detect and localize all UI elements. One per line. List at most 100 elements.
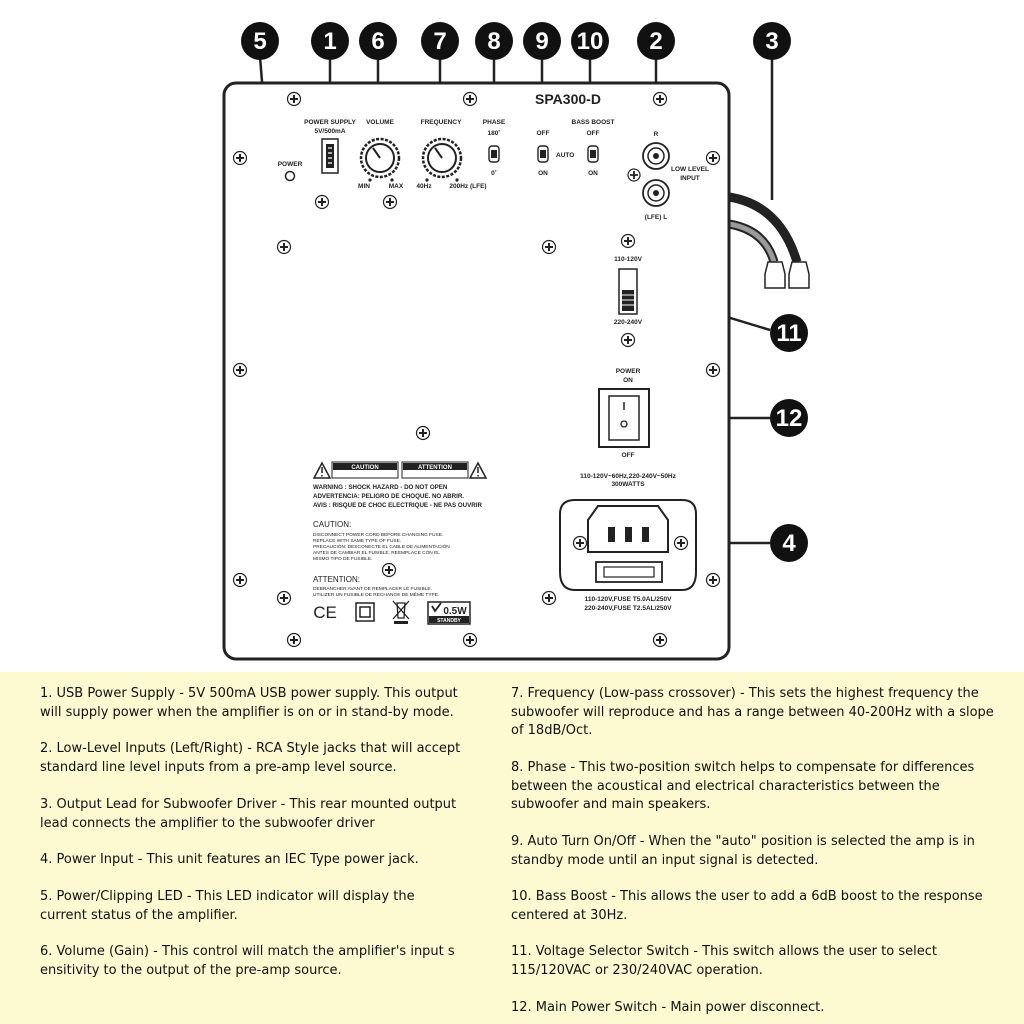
rca-right-jack[interactable] — [642, 142, 670, 170]
callout-8: 8 — [475, 22, 513, 60]
svg-text:9: 9 — [535, 28, 548, 55]
caution-text1: DISCONNECT POWER CORD BEFORE CHANGING FU… — [313, 532, 443, 538]
caution-text4: ANTES DE CAMBIAR EL FUSIBLE. REEMPLACE C… — [313, 550, 440, 556]
callout-7: 7 — [421, 22, 459, 60]
legend-item-4: 4. Power Input - This unit features an I… — [40, 852, 419, 867]
caution-title: CAUTION: — [313, 520, 351, 529]
phase-label: PHASE — [483, 119, 506, 126]
legend-item-5: 5. Power/Clipping LED - This LED indicat… — [40, 889, 415, 923]
power-rating-line1: 110-120V~60Hz,220-240V~50Hz — [580, 473, 677, 480]
fuse-rating-line1: 110-120V,FUSE T5.0AL/250V — [585, 596, 673, 603]
double-insulation-icon — [355, 602, 375, 622]
feature-legend: 1. USB Power Supply - 5V 500mA USB power… — [0, 672, 1024, 1024]
fuse-rating-line2: 220-240V,FUSE T2.5AL/250V — [584, 605, 672, 612]
svg-text:1: 1 — [323, 28, 336, 55]
bass-boost-off-label: OFF — [587, 130, 600, 137]
power-rating-line2: 300WATTS — [611, 481, 645, 488]
ce-mark: CE — [313, 603, 337, 622]
standby-value: 0.5W — [443, 606, 467, 617]
svg-text:5: 5 — [253, 28, 266, 55]
auto-switch[interactable] — [537, 145, 549, 163]
bass-boost-switch[interactable] — [587, 145, 599, 163]
svg-text:2: 2 — [649, 28, 662, 55]
rca-left-label: (LFE) L — [645, 214, 667, 221]
volume-max-label: MAX — [389, 183, 404, 190]
callout-3: 3 — [753, 22, 791, 60]
low-level-input-label-line1: LOW LEVEL — [671, 166, 709, 173]
power-on-label-line2: ON — [623, 377, 633, 384]
callout-6: 6 — [359, 22, 397, 60]
power-led-label: POWER — [278, 161, 303, 168]
power-off-label: OFF — [622, 452, 635, 459]
amplifier-panel-diagram: SPA300-D POWER POWER SUPPLY 5V/500mA VOL… — [222, 22, 810, 661]
svg-text:11: 11 — [776, 320, 801, 347]
voltage-110-label: 110-120V — [614, 256, 642, 263]
rca-right-label: R — [654, 131, 659, 138]
frequency-max-label: 200Hz (LFE) — [449, 183, 486, 190]
phase-0-label: 0˚ — [491, 169, 497, 177]
callout-11: 11 — [770, 314, 808, 352]
legend-item-10: 10. Bass Boost - This allows the user to… — [511, 889, 983, 923]
volume-knob[interactable] — [359, 137, 401, 179]
callout-9: 9 — [523, 22, 561, 60]
svg-text:3: 3 — [765, 28, 778, 55]
svg-text:8: 8 — [487, 28, 500, 55]
svg-text:4: 4 — [782, 530, 796, 557]
voltage-220-label: 220-240V — [614, 319, 643, 326]
usb-label-line2: 5V/500mA — [314, 128, 345, 135]
bass-boost-label: BASS BOOST — [572, 119, 615, 126]
caution-badge: CAUTION — [351, 465, 378, 471]
auto-off-label: OFF — [537, 130, 550, 137]
attention-text2: UTILIZER UN FUSIBLE DE RECHANGE DE MÊME … — [313, 590, 439, 598]
rca-left-jack[interactable] — [642, 179, 670, 207]
phase-switch[interactable] — [488, 145, 500, 163]
legend-item-1: 1. USB Power Supply - 5V 500mA USB power… — [40, 686, 458, 720]
callout-12: 12 — [770, 399, 808, 437]
svg-text:7: 7 — [433, 28, 446, 55]
main-power-switch[interactable] — [598, 388, 650, 448]
voltage-selector-switch[interactable] — [618, 268, 638, 315]
svg-text:10: 10 — [577, 28, 604, 55]
volume-min-label: MIN — [358, 183, 370, 190]
legend-item-3: 3. Output Lead for Subwoofer Driver - Th… — [40, 797, 457, 831]
caution-text3: PRECAUCIÓN: DESCONECTE EL CABLE DE ALIME… — [313, 543, 450, 550]
auto-label: AUTO — [556, 152, 574, 159]
warning-icon-right — [468, 461, 488, 479]
callout-5: 5 — [241, 22, 279, 60]
callout-1: 1 — [311, 22, 349, 60]
warning-line3: AVIS : RISQUE DE CHOC ELECTRIQUE - NE PA… — [313, 502, 482, 509]
callout-10: 10 — [571, 22, 609, 60]
phase-180-label: 180˚ — [487, 129, 500, 137]
auto-on-label: ON — [538, 170, 548, 177]
caution-text2: REPLACE WITH SAME TYPE OF FUSE. — [313, 538, 401, 544]
legend-item-8: 8. Phase - This two-position switch help… — [511, 760, 975, 812]
legend-item-12: 12. Main Power Switch - Main power disco… — [511, 1000, 825, 1015]
frequency-min-label: 40Hz — [416, 183, 432, 190]
attention-badge: ATTENTION — [418, 465, 452, 471]
callout-4: 4 — [770, 524, 808, 562]
frequency-label: FREQUENCY — [421, 119, 462, 126]
model-label: SPA300-D — [535, 91, 601, 107]
standby-label: STANDBY — [437, 618, 461, 624]
low-level-input-label-line2: INPUT — [680, 175, 700, 182]
power-on-label-line1: POWER — [616, 368, 641, 375]
volume-label: VOLUME — [366, 119, 394, 126]
frequency-knob[interactable] — [421, 137, 463, 179]
warning-icon — [312, 461, 332, 479]
callout-2: 2 — [637, 22, 675, 60]
usb-port[interactable] — [321, 138, 339, 174]
attention-text1: DEBRANCHER AVANT DE REMPLACER LE FUSIBLE… — [313, 586, 432, 592]
attention-title: ATTENTION: — [313, 575, 360, 584]
standby-power-badge — [427, 601, 471, 625]
bass-boost-on-label: ON — [588, 170, 598, 177]
usb-label-line1: POWER SUPPLY — [304, 119, 356, 126]
legend-item-9: 9. Auto Turn On/Off - When the "auto" po… — [511, 834, 975, 868]
legend-item-2: 2. Low-Level Inputs (Left/Right) - RCA S… — [40, 741, 461, 775]
weee-bin-icon — [392, 600, 410, 624]
iec-power-inlet[interactable] — [559, 499, 697, 591]
svg-text:12: 12 — [776, 405, 803, 432]
svg-text:6: 6 — [371, 28, 384, 55]
warning-line2: ADVERTENCIA: PELIGRO DE CHOQUE. NO ABRIR… — [313, 493, 464, 500]
warning-line1: WARNING : SHOCK HAZARD - DO NOT OPEN — [313, 484, 448, 491]
legend-item-7: 7. Frequency (Low-pass crossover) - This… — [511, 686, 994, 738]
